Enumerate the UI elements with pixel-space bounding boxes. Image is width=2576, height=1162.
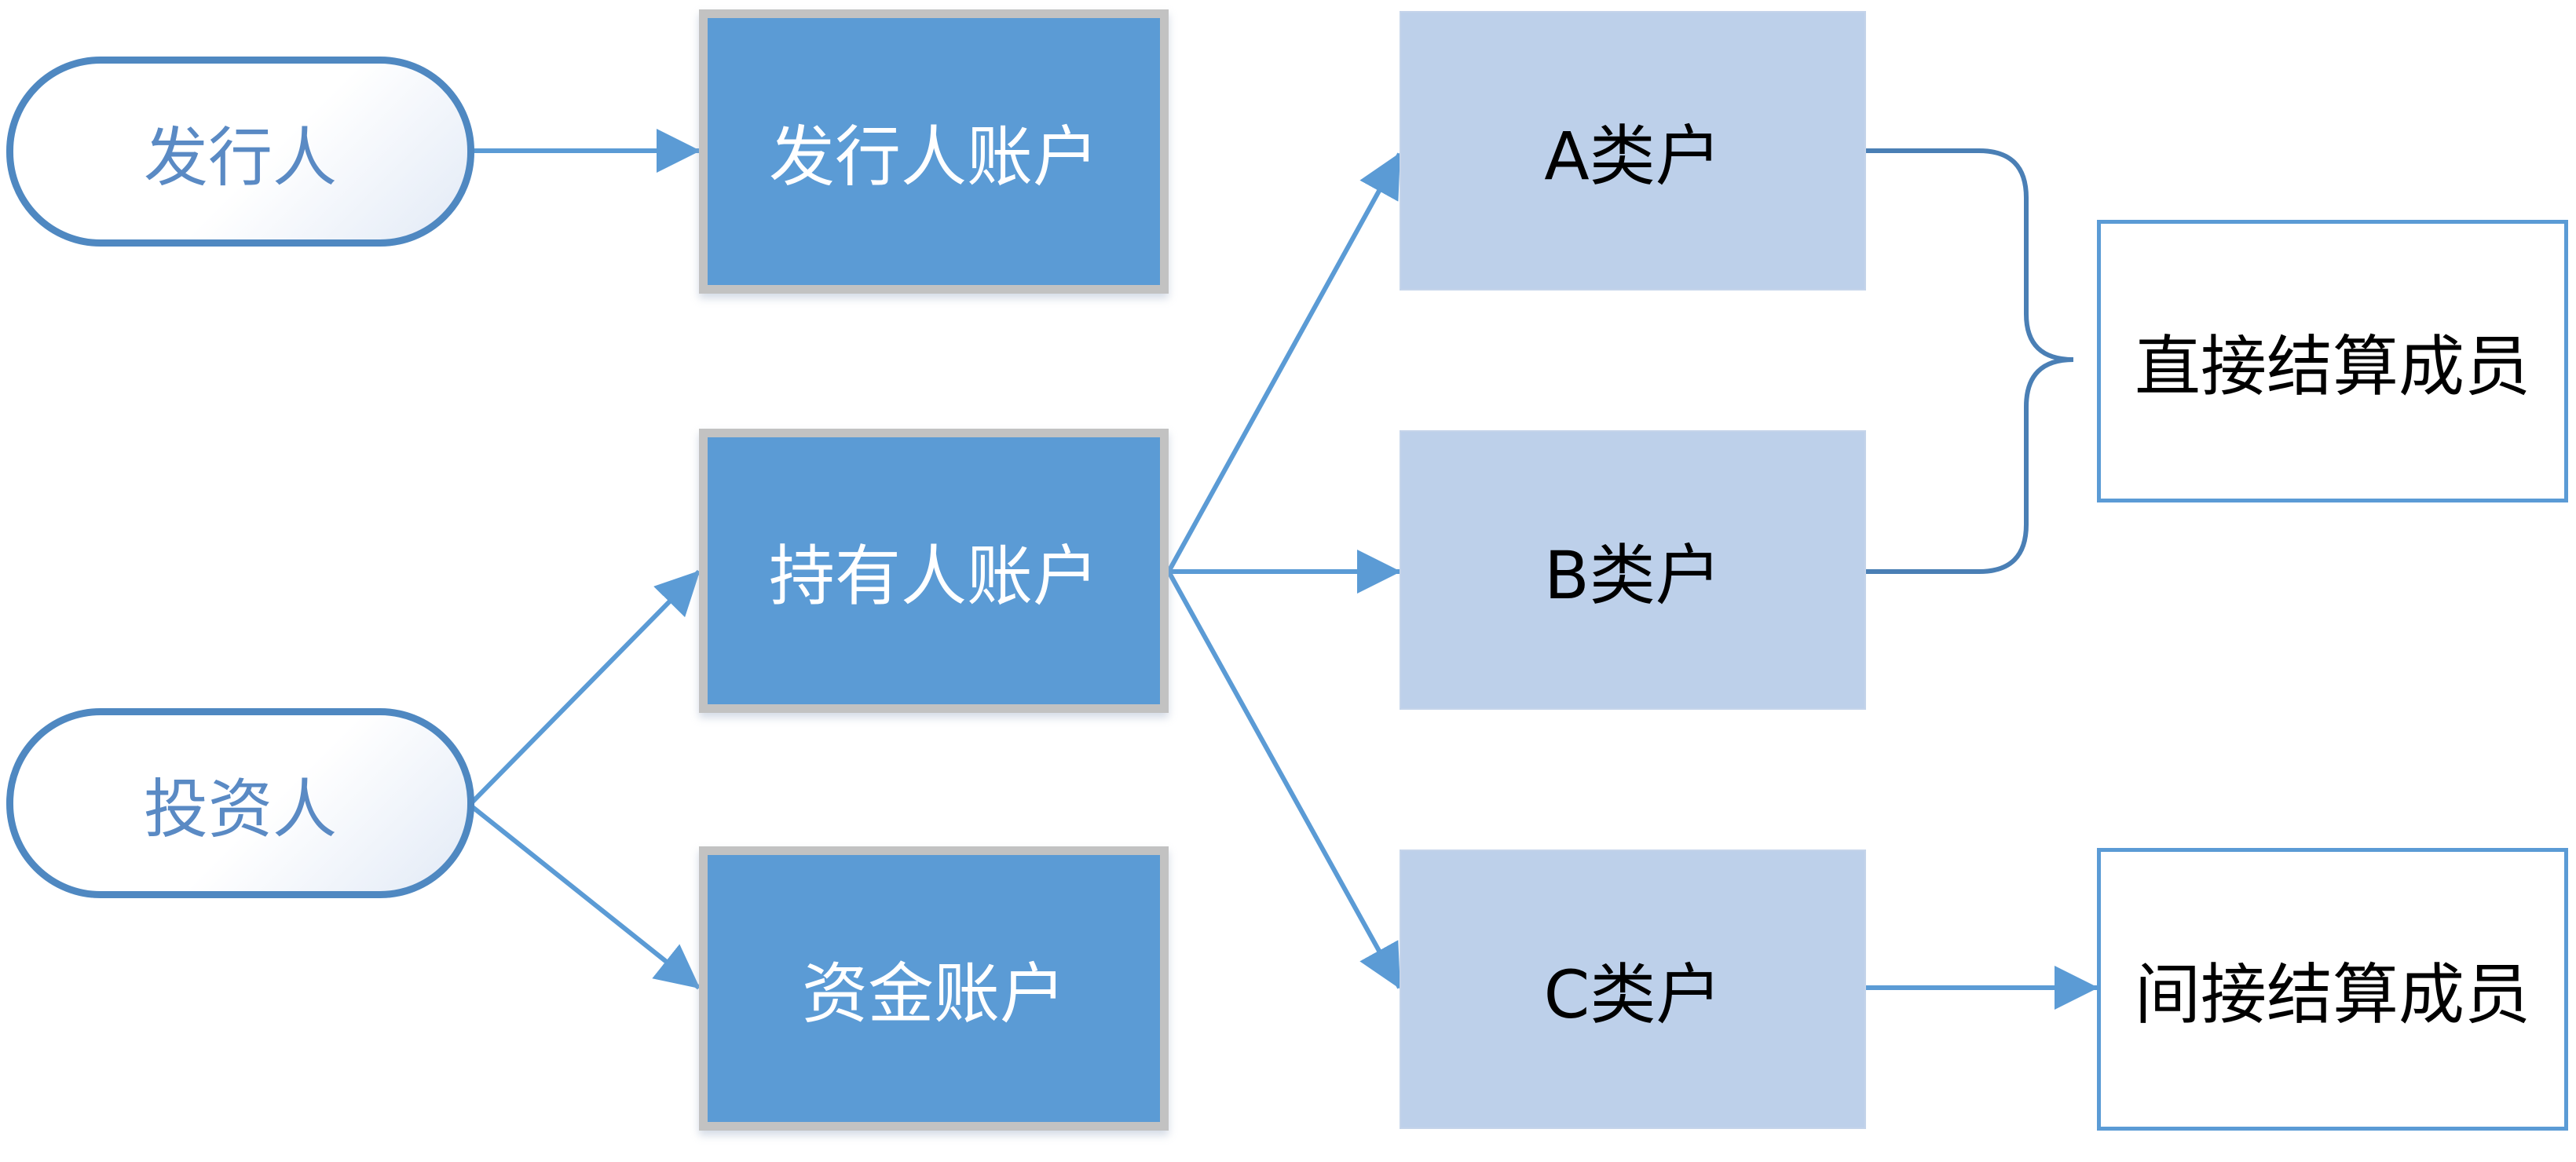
issuer-label: 发行人 (143, 120, 337, 195)
class-c-node: C类户 (1400, 850, 1866, 1129)
issuer-account-label: 发行人账户 (768, 118, 1099, 195)
fund-account-node: 资金账户 (699, 846, 1169, 1131)
holder-account-label: 持有人账户 (768, 537, 1099, 615)
indirect-member-node: 间接结算成员 (2097, 848, 2568, 1131)
class-b-label: B类户 (1544, 536, 1722, 614)
class-a-label: A类户 (1544, 117, 1722, 195)
investor-label: 投资人 (143, 772, 337, 847)
class-c-label: C类户 (1543, 956, 1722, 1033)
holder-account-node: 持有人账户 (699, 429, 1169, 713)
indirect-member-label: 间接结算成员 (2134, 956, 2530, 1033)
edge-investor-to-fund-account (468, 802, 701, 990)
direct-member-label: 直接结算成员 (2134, 327, 2530, 405)
issuer-node: 发行人 (6, 57, 474, 247)
edge-investor-to-holder-account (467, 569, 701, 807)
class-b-node: B类户 (1400, 430, 1866, 710)
edge-holder-account-to-class-a (1166, 152, 1402, 573)
investor-node: 投资人 (6, 708, 474, 898)
issuer-account-node: 发行人账户 (699, 9, 1169, 294)
edge-holder-account-to-class-c (1166, 570, 1402, 989)
direct-member-node: 直接结算成员 (2097, 220, 2568, 502)
brace-class-ab-to-direct-member (1865, 148, 2074, 574)
class-a-node: A类户 (1400, 11, 1866, 290)
fund-account-label: 资金账户 (801, 955, 1066, 1032)
